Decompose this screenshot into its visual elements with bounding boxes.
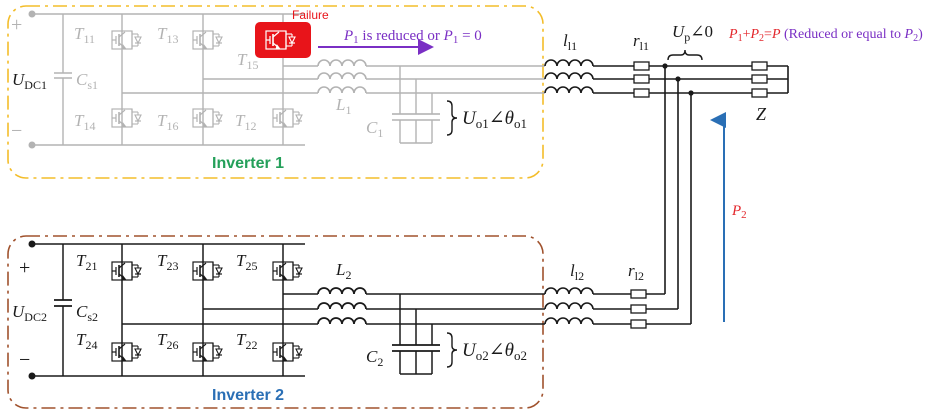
line2-inductance-label: ll2 [570, 261, 584, 283]
inverter-1-plus: + [11, 14, 22, 36]
brace-uo2 [446, 332, 458, 368]
brace-uo1 [446, 100, 458, 136]
inverter-1 [7, 5, 545, 179]
inverter-2-plus: + [19, 257, 30, 279]
t12-label: T12 [235, 111, 256, 133]
switch-t24 [111, 342, 142, 362]
t14-label: T14 [74, 111, 95, 133]
c1-label: C1 [366, 118, 383, 140]
inverter-2-boundary [7, 235, 544, 409]
switch-t21 [111, 261, 142, 281]
load-label: Z [756, 104, 767, 124]
t16-label: T16 [157, 111, 178, 133]
t13-label: T13 [157, 24, 178, 46]
filter-capacitor-c1 [392, 66, 440, 144]
switch-t11 [111, 30, 142, 50]
inverter-1-title: Inverter 1 [212, 155, 284, 172]
switch-t14 [111, 108, 142, 128]
switch-t12 [272, 108, 303, 128]
t26-label: T26 [157, 330, 178, 352]
t11-label: T11 [74, 24, 95, 46]
inverter-1-minus: − [11, 120, 22, 142]
failure-label: Failure [292, 8, 329, 22]
dc1-voltage-label: UDC1 [12, 70, 47, 92]
inductor-l2 [317, 287, 367, 325]
switch-t13 [192, 30, 223, 50]
t24-label: T24 [76, 330, 97, 352]
line-2 [544, 63, 694, 329]
t23-label: T23 [157, 251, 178, 273]
p2-label: P2 [731, 203, 747, 221]
switch-t25 [272, 261, 303, 281]
bus-voltage-label: Up∠0 [672, 22, 713, 44]
dc2-capacitor-label: Cs2 [76, 302, 98, 324]
inductor-l1 [317, 59, 367, 94]
switch-t22 [272, 342, 303, 362]
inverter-1-boundary [7, 5, 544, 179]
inverter-2 [7, 235, 545, 409]
switch-t23 [192, 261, 223, 281]
t22-label: T22 [236, 330, 257, 352]
t15-label: T15 [237, 50, 258, 72]
power-sum-note: P1+P2=P (Reduced or equal to P2) [728, 27, 923, 44]
line2-resistance-label: rl2 [628, 261, 644, 283]
p1-reduced-note: P1 is reduced or P1 = 0 [343, 28, 482, 46]
c2-label: C2 [366, 347, 383, 369]
t25-label: T25 [236, 251, 257, 273]
line1-resistance-label: rl1 [633, 31, 649, 53]
l1-label: L1 [335, 95, 351, 117]
filter-capacitor-c2 [392, 294, 440, 375]
inverter-2-minus: − [19, 349, 30, 371]
failed-switch-t15 [255, 22, 311, 58]
l2-label: L2 [335, 260, 351, 282]
uo2-label: Uo2∠θo2 [462, 340, 527, 363]
switch-t26 [192, 342, 223, 362]
dc1-capacitor-label: Cs1 [76, 70, 98, 92]
uo1-label: Uo1∠θo1 [462, 108, 527, 131]
t21-label: T21 [76, 251, 97, 273]
brace-up [667, 49, 703, 61]
dc2-voltage-label: UDC2 [12, 302, 47, 324]
line1-inductance-label: ll1 [563, 31, 577, 53]
inverter-2-title: Inverter 2 [212, 387, 284, 404]
switch-t16 [192, 108, 223, 128]
